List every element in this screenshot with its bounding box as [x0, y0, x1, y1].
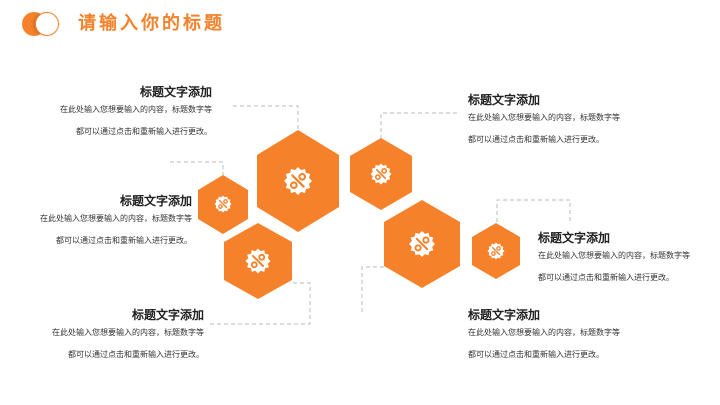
- block-desc-line2: 都可以通过点击和重新输入进行更改。: [468, 350, 604, 359]
- block-desc-line1: 在此处输入您想要输入的内容，标题数字等: [60, 105, 212, 114]
- block-title: 标题文字添加: [468, 93, 541, 107]
- block-desc-line1: 在此处输入您想要输入的内容，标题数字等: [468, 328, 620, 337]
- text-block-middle-right: 标题文字添加 在此处输入您想要输入的内容，标题数字等 都可以通过点击和重新输入进…: [538, 230, 690, 283]
- block-desc-line2: 都可以通过点击和重新输入进行更改。: [56, 236, 192, 245]
- hexagon-large-top: [257, 130, 339, 232]
- text-block-top-right: 标题文字添加 在此处输入您想要输入的内容，标题数字等 都可以通过点击和重新输入进…: [468, 92, 620, 145]
- hexagon-medium-upper-right: [350, 138, 412, 210]
- text-block-top-left: 标题文字添加 在此处输入您想要输入的内容，标题数字等 都可以通过点击和重新输入进…: [60, 84, 212, 137]
- dashed-connectors: [170, 105, 571, 325]
- hexagon-large-lower-right: [384, 200, 460, 288]
- block-desc-line2: 都可以通过点击和重新输入进行更改。: [468, 135, 604, 144]
- block-title: 标题文字添加: [139, 85, 212, 99]
- block-title: 标题文字添加: [468, 308, 541, 322]
- block-desc-line1: 在此处输入您想要输入的内容，标题数字等: [538, 251, 690, 260]
- block-desc-line1: 在此处输入您想要输入的内容，标题数字等: [40, 214, 192, 223]
- hexagon-small-left: [198, 175, 248, 234]
- logo-circle-outline: [35, 12, 59, 36]
- hexagon-small-right: [472, 223, 520, 279]
- block-desc-line2: 都可以通过点击和重新输入进行更改。: [538, 273, 674, 282]
- hexagon-medium-lower-left: [224, 223, 292, 299]
- block-desc-line2: 都可以通过点击和重新输入进行更改。: [76, 127, 212, 136]
- text-block-middle-left: 标题文字添加 在此处输入您想要输入的内容，标题数字等 都可以通过点击和重新输入进…: [40, 193, 192, 246]
- block-desc-line1: 在此处输入您想要输入的内容，标题数字等: [52, 328, 204, 337]
- block-title: 标题文字添加: [131, 308, 204, 322]
- block-desc-line1: 在此处输入您想要输入的内容，标题数字等: [468, 113, 620, 122]
- block-title: 标题文字添加: [119, 194, 192, 208]
- text-block-bottom-right: 标题文字添加 在此处输入您想要输入的内容，标题数字等 都可以通过点击和重新输入进…: [468, 307, 620, 360]
- text-block-bottom-left: 标题文字添加 在此处输入您想要输入的内容，标题数字等 都可以通过点击和重新输入进…: [52, 307, 204, 360]
- logo-toggle-icon: [22, 12, 62, 36]
- page-title: 请输入你的标题: [78, 13, 225, 34]
- block-desc-line2: 都可以通过点击和重新输入进行更改。: [68, 350, 204, 359]
- block-title: 标题文字添加: [538, 231, 611, 245]
